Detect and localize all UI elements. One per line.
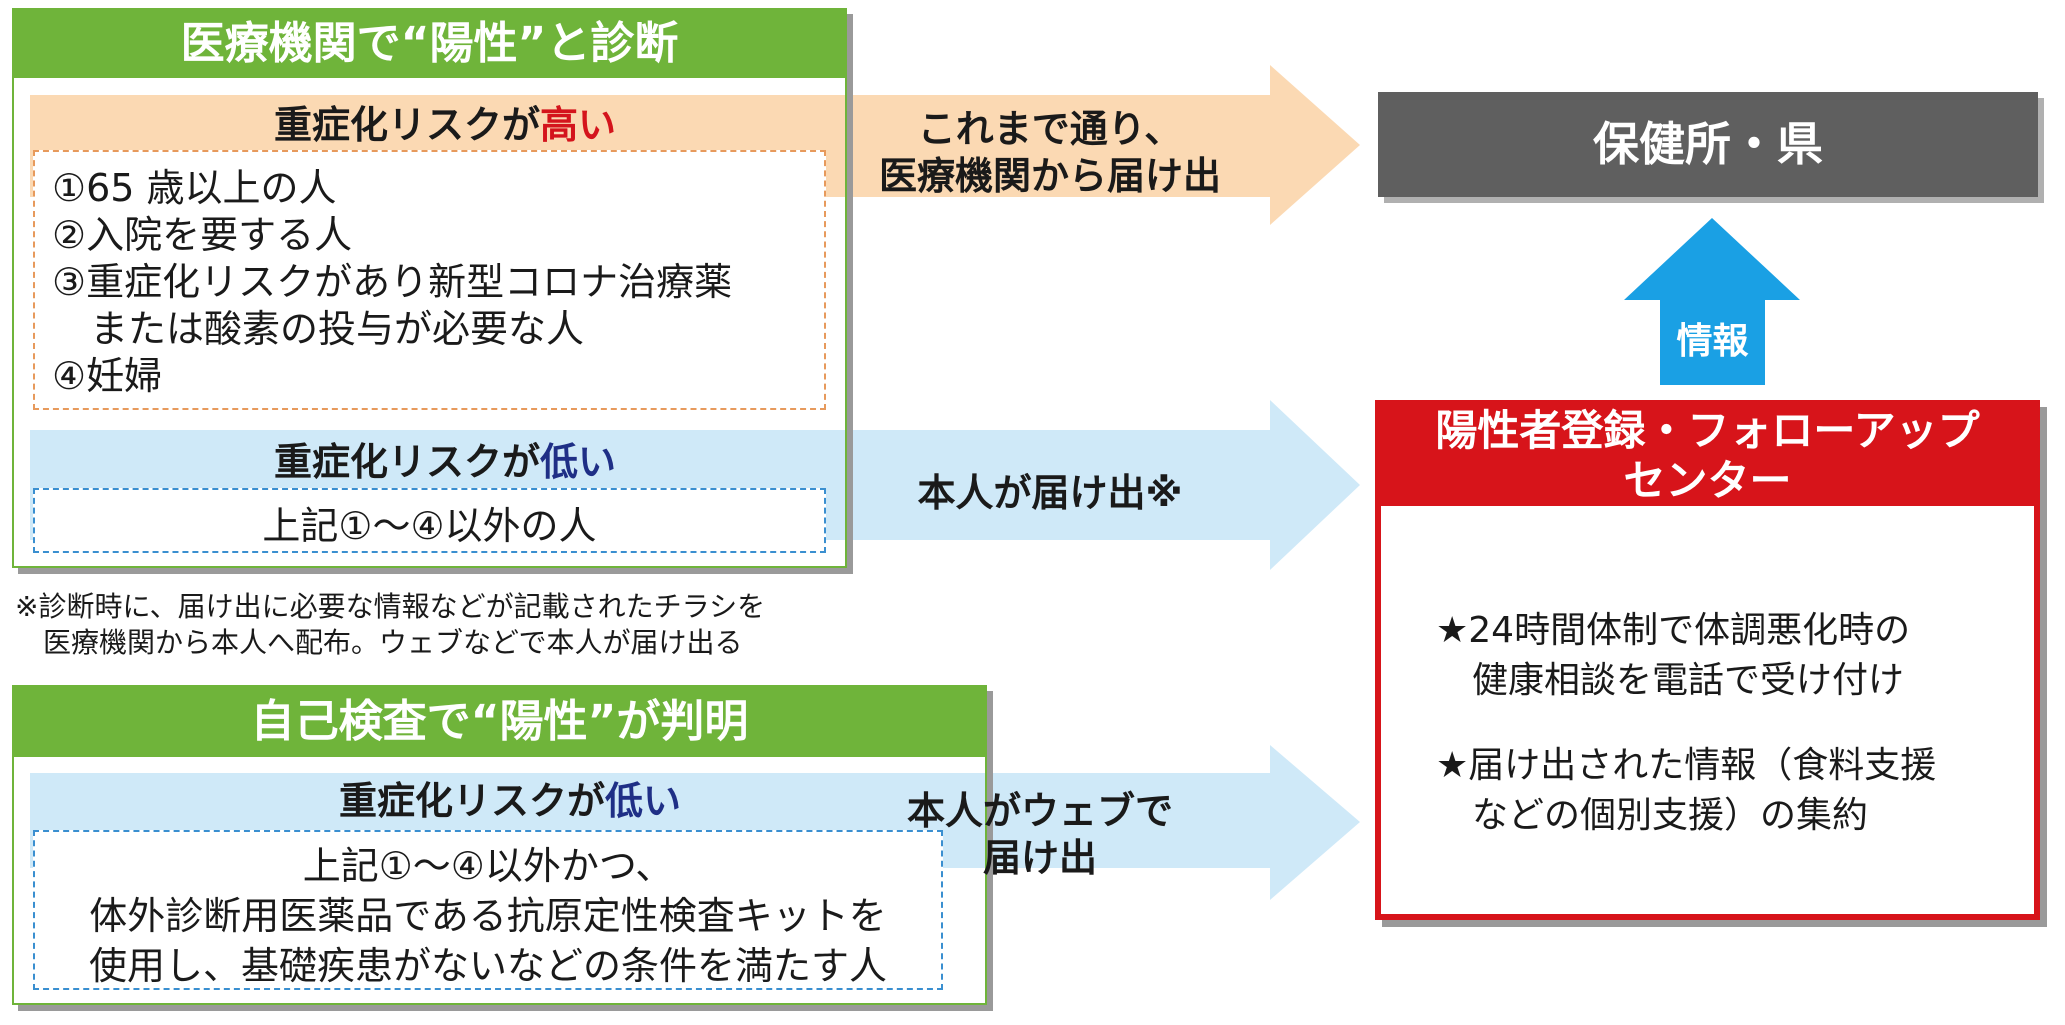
service-line: ★届け出された情報（食料支援 <box>1436 745 1937 786</box>
self-test-desc-line: 使用し、基礎疾患がないなどの条件を満たす人 <box>88 944 887 988</box>
self-test-section: 自己検査で“陽性”が判明 <box>12 685 987 1005</box>
info-arrow-label: 情報 <box>1676 321 1749 362</box>
high-risk-label: 重症化リスクが高い <box>30 100 860 150</box>
high-risk-item: ①65 歳以上の人 <box>52 166 337 210</box>
medical-section: 医療機関で“陽性”と診断 <box>12 8 847 568</box>
high-risk-item: または酸素の投与が必要な人 <box>52 307 585 351</box>
high-risk-criteria-box <box>33 150 826 410</box>
high-risk-item: ③重症化リスクがあり新型コロナ治療薬 <box>52 260 733 304</box>
followup-center-title-line: 陽性者登録・フォローアップ <box>1435 406 1980 455</box>
high-risk-item: ②入院を要する人 <box>52 213 353 257</box>
self-test-label-prefix: 重症化リスクが <box>338 779 605 823</box>
low-risk-criteria-box <box>33 488 826 553</box>
low-risk-label-prefix: 重症化リスクが <box>273 440 540 484</box>
service-line: ★24時間体制で体調悪化時の <box>1436 610 1911 651</box>
high-risk-arrow-text-1: これまで通り、 <box>917 107 1183 151</box>
low-risk-arrow-text: 本人が届け出※ <box>917 471 1183 515</box>
info-up-arrow <box>1624 218 1800 385</box>
followup-center-box: 陽性者登録・フォローアップ センター ★24時間体制で体調悪化時の 健康相談を電… <box>1375 400 2040 920</box>
service-line: 健康相談を電話で受け付け <box>1436 660 1905 701</box>
self-test-label-emph: 低い <box>605 779 682 823</box>
high-risk-label-emph: 高い <box>540 103 617 147</box>
self-test-arrow-text-1: 本人がウェブで <box>906 789 1173 833</box>
followup-center-title: 陽性者登録・フォローアップ センター <box>1381 406 2034 506</box>
medical-section-header: 医療機関で“陽性”と診断 <box>14 10 845 78</box>
high-risk-item: ④妊婦 <box>52 354 163 398</box>
high-risk-arrow-text-2: 医療機関から届け出 <box>878 154 1221 198</box>
self-test-label: 重症化リスクが低い <box>30 777 990 825</box>
self-test-desc-line: 上記①～④以外かつ、 <box>302 844 674 888</box>
self-test-arrow-text-2: 届け出 <box>982 836 1097 880</box>
footnote-line: ※診断時に、届け出に必要な情報などが記載されたチラシを <box>15 590 766 623</box>
low-risk-desc: 上記①～④以外の人 <box>262 504 597 548</box>
self-test-desc-line: 体外診断用医薬品である抗原定性検査キットを <box>89 894 887 938</box>
footnote-line: 医療機関から本人へ配布。ウェブなどで本人が届け出る <box>15 626 743 659</box>
self-test-section-header: 自己検査で“陽性”が判明 <box>14 687 985 757</box>
followup-center-title-line: センター <box>1623 456 1792 505</box>
high-risk-label-prefix: 重症化リスクが <box>273 103 540 147</box>
service-line: などの個別支援）の集約 <box>1436 795 1869 836</box>
low-risk-label-emph: 低い <box>540 440 617 484</box>
self-test-criteria-box <box>33 830 943 990</box>
health-center-box: 保健所・県 <box>1378 92 2038 197</box>
low-risk-label: 重症化リスクが低い <box>30 437 860 487</box>
